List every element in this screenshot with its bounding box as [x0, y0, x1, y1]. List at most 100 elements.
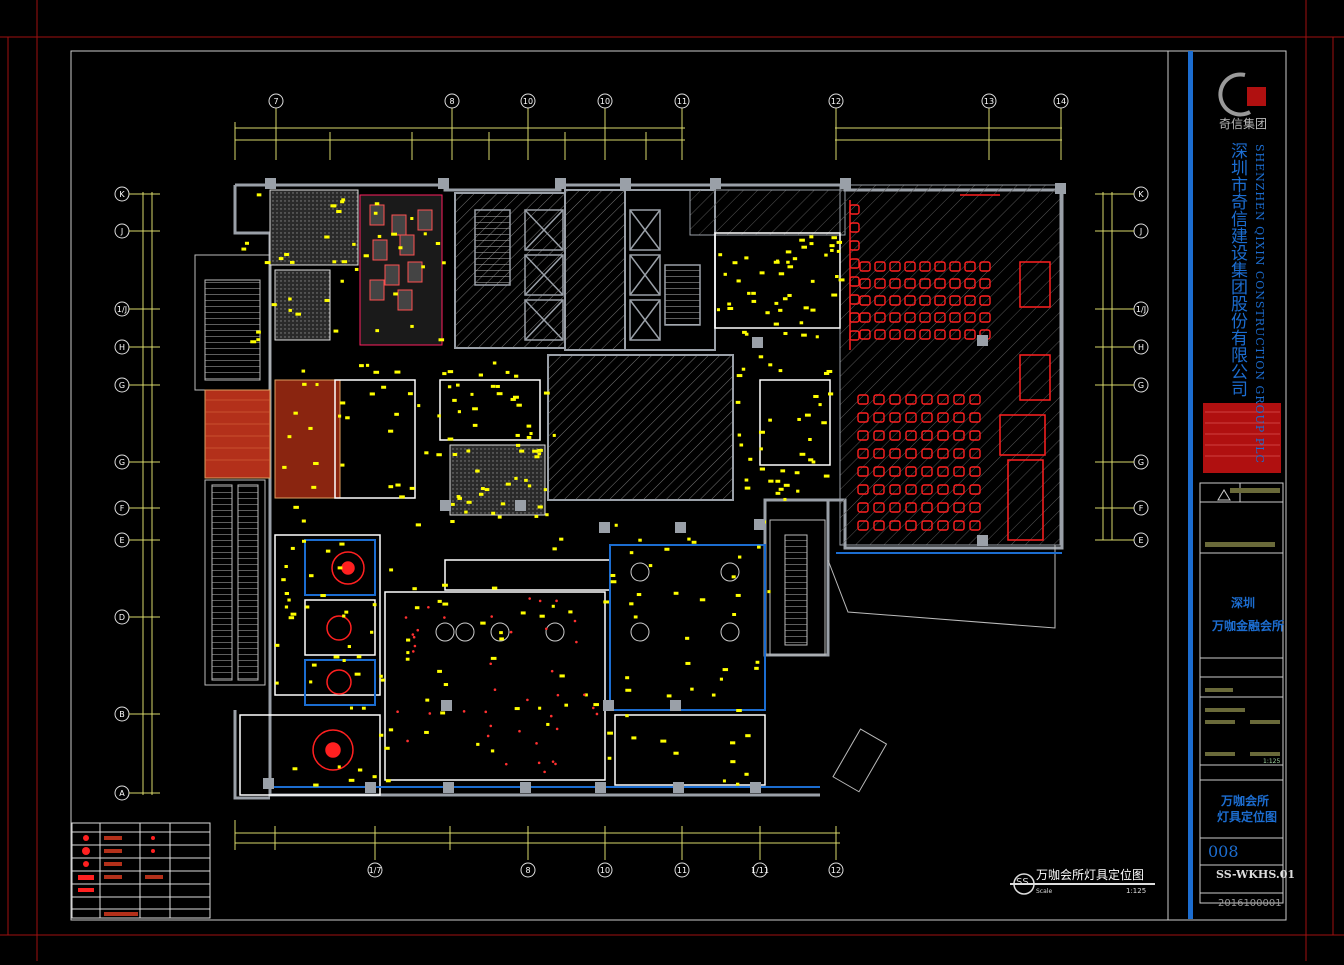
downlight [538, 599, 542, 603]
light-fixture [347, 645, 351, 649]
light-fixture [344, 610, 349, 614]
light-fixture [271, 303, 277, 307]
light-fixture [292, 767, 298, 771]
light-fixture [348, 778, 355, 782]
chair [964, 295, 976, 306]
light-fixture [737, 433, 742, 437]
light-fixture [472, 407, 478, 411]
light-fixture [406, 638, 411, 642]
logo-text: 奇信集团 [1219, 117, 1268, 131]
light-fixture [821, 421, 827, 425]
light-fixture [437, 599, 442, 603]
light-fixture [435, 241, 441, 245]
chair [937, 448, 949, 459]
light-fixture [610, 580, 617, 584]
column [365, 782, 376, 793]
light-fixture [417, 404, 421, 408]
downlight [551, 760, 555, 763]
grid-label: 7 [273, 97, 278, 106]
downlight [489, 662, 493, 666]
light-fixture [836, 240, 843, 244]
sheet-number: 008 [1208, 842, 1239, 861]
light-fixture [722, 668, 729, 672]
light-fixture [810, 279, 815, 283]
light-fixture [500, 502, 506, 506]
downlight [555, 727, 559, 731]
chair [921, 520, 933, 531]
chair [953, 430, 965, 441]
column [438, 178, 449, 189]
light-fixture [380, 678, 385, 682]
light-fixture [758, 430, 765, 434]
downlight [583, 693, 586, 697]
light-fixture [810, 308, 816, 312]
light-fixture [370, 630, 374, 634]
chair [874, 312, 886, 323]
grid-label: E [1138, 536, 1143, 545]
light-fixture [476, 742, 480, 746]
grid-label: 13 [984, 97, 994, 106]
light-fixture [732, 612, 737, 616]
chair [969, 430, 981, 441]
chair [949, 261, 961, 272]
project-name: 万咖金融会所 [1212, 619, 1285, 633]
light-fixture [559, 674, 565, 678]
light-fixture [727, 302, 732, 306]
plan-symbol: SS [1016, 877, 1029, 888]
column [675, 522, 686, 533]
chair [921, 484, 933, 495]
grid-label: 12 [831, 866, 841, 875]
light-fixture [543, 488, 547, 492]
light-fixture [450, 520, 455, 524]
light-fixture [442, 261, 446, 265]
light-fixture [388, 728, 394, 732]
light-fixture [410, 216, 414, 220]
downlight [550, 669, 554, 673]
light-fixture [631, 736, 637, 740]
light-fixture [437, 414, 441, 418]
light-fixture [711, 693, 716, 697]
light-fixture [308, 574, 314, 578]
light-fixture [526, 435, 532, 439]
chair [919, 278, 931, 289]
light-fixture [633, 615, 638, 619]
grid-label: A [119, 789, 125, 798]
downlight [484, 710, 488, 714]
light-fixture [751, 299, 757, 303]
light-fixture [685, 661, 691, 665]
light-fixture [337, 566, 343, 570]
chair [859, 261, 871, 272]
revision-triangle-icon [1217, 489, 1231, 501]
grid-label: K [119, 190, 125, 199]
light-fixture [775, 491, 781, 495]
chair [889, 466, 901, 477]
light-fixture [333, 655, 340, 659]
chair [937, 484, 949, 495]
light-fixture [410, 324, 414, 328]
grid-bubble [828, 862, 844, 878]
downlight [595, 712, 599, 716]
light-fixture [625, 688, 632, 692]
light-fixture [543, 391, 550, 395]
downlight [427, 605, 430, 609]
light-fixture [290, 546, 295, 550]
light-fixture [736, 709, 742, 713]
light-fixture [293, 411, 298, 415]
light-fixture [315, 383, 319, 387]
light-fixture [735, 782, 740, 786]
light-fixture [510, 397, 516, 401]
downlight [489, 724, 493, 728]
downlight [404, 616, 408, 619]
light-fixture [732, 261, 738, 265]
light-fixture [538, 706, 542, 710]
company-name-cn: 深圳市奇信建设集团股份有限公司 [1227, 142, 1247, 397]
grid-label: G [1138, 458, 1144, 467]
light-fixture [320, 594, 326, 598]
light-fixture [339, 401, 346, 405]
bottom-dimensions [234, 820, 840, 860]
light-fixture [785, 250, 792, 254]
grid-label: J [120, 227, 123, 236]
light-fixture [797, 417, 801, 421]
